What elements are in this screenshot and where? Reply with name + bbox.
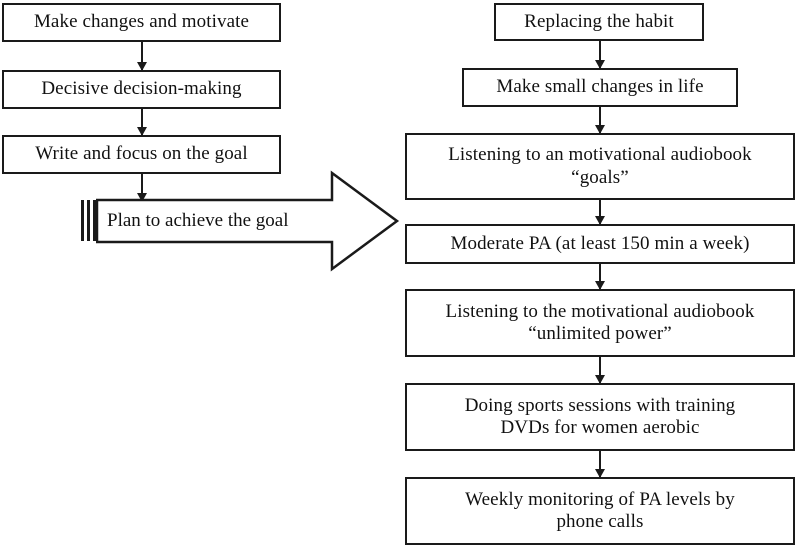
arrowhead-icon	[137, 127, 147, 136]
node-replacing-habit[interactable]: Replacing the habit	[494, 3, 704, 41]
connector-audiobook-goals-to-moderate-pa	[595, 200, 605, 225]
node-weekly-monitoring-label: Weekly monitoring of PA levels by phone …	[465, 488, 735, 532]
node-weekly-monitoring[interactable]: Weekly monitoring of PA levels by phone …	[405, 477, 795, 545]
arrowhead-icon	[595, 125, 605, 134]
tail-bar-icon	[81, 200, 84, 241]
tail-bar-icon	[93, 200, 96, 241]
node-write-focus-goal[interactable]: Write and focus on the goal	[2, 135, 281, 174]
node-replacing-habit-label: Replacing the habit	[524, 10, 674, 32]
connector-replacing-habit-to-small-changes	[595, 41, 605, 69]
node-moderate-pa[interactable]: Moderate PA (at least 150 min a week)	[405, 224, 795, 264]
node-audiobook-unlimited-label: Listening to the motivational audiobook …	[445, 300, 755, 344]
connector-decisive-to-write-focus	[137, 109, 147, 136]
arrowhead-icon	[595, 60, 605, 69]
node-decisive-decision[interactable]: Decisive decision-making	[2, 70, 281, 109]
node-write-focus-goal-label: Write and focus on the goal	[35, 143, 248, 165]
block-arrow-label: Plan to achieve the goal	[107, 200, 329, 242]
connector-audiobook-unlimited-to-sports-sessions	[595, 357, 605, 384]
node-moderate-pa-label: Moderate PA (at least 150 min a week)	[450, 232, 750, 254]
node-decisive-decision-label: Decisive decision-making	[41, 78, 242, 100]
node-audiobook-goals-label: Listening to an motivational audiobook “…	[448, 144, 752, 188]
arrowhead-icon	[137, 62, 147, 71]
block-arrow-label-text: Plan to achieve the goal	[107, 210, 289, 231]
connector-make-changes-to-decisive	[137, 42, 147, 71]
arrowhead-icon	[595, 216, 605, 225]
node-make-small-changes[interactable]: Make small changes in life	[462, 68, 738, 107]
tail-bar-icon	[87, 200, 90, 241]
node-audiobook-goals[interactable]: Listening to an motivational audiobook “…	[405, 133, 795, 200]
node-make-changes-label: Make changes and motivate	[33, 11, 250, 33]
node-make-small-changes-label: Make small changes in life	[496, 76, 704, 98]
connector-write-focus-to-plan	[137, 174, 147, 202]
connector-sports-sessions-to-weekly-monitoring	[595, 451, 605, 478]
arrowhead-icon	[595, 469, 605, 478]
node-make-changes[interactable]: Make changes and motivate	[2, 3, 281, 42]
node-audiobook-unlimited[interactable]: Listening to the motivational audiobook …	[405, 289, 795, 357]
arrowhead-icon	[595, 375, 605, 384]
connector-moderate-pa-to-audiobook-unlimited	[595, 264, 605, 290]
node-sports-sessions-dvd-label: Doing sports sessions with training DVDs…	[464, 394, 736, 438]
block-arrow-tail-bars	[81, 200, 96, 241]
node-sports-sessions-dvd[interactable]: Doing sports sessions with training DVDs…	[405, 383, 795, 451]
connector-small-changes-to-audiobook-goals	[595, 107, 605, 134]
arrowhead-icon	[595, 281, 605, 290]
